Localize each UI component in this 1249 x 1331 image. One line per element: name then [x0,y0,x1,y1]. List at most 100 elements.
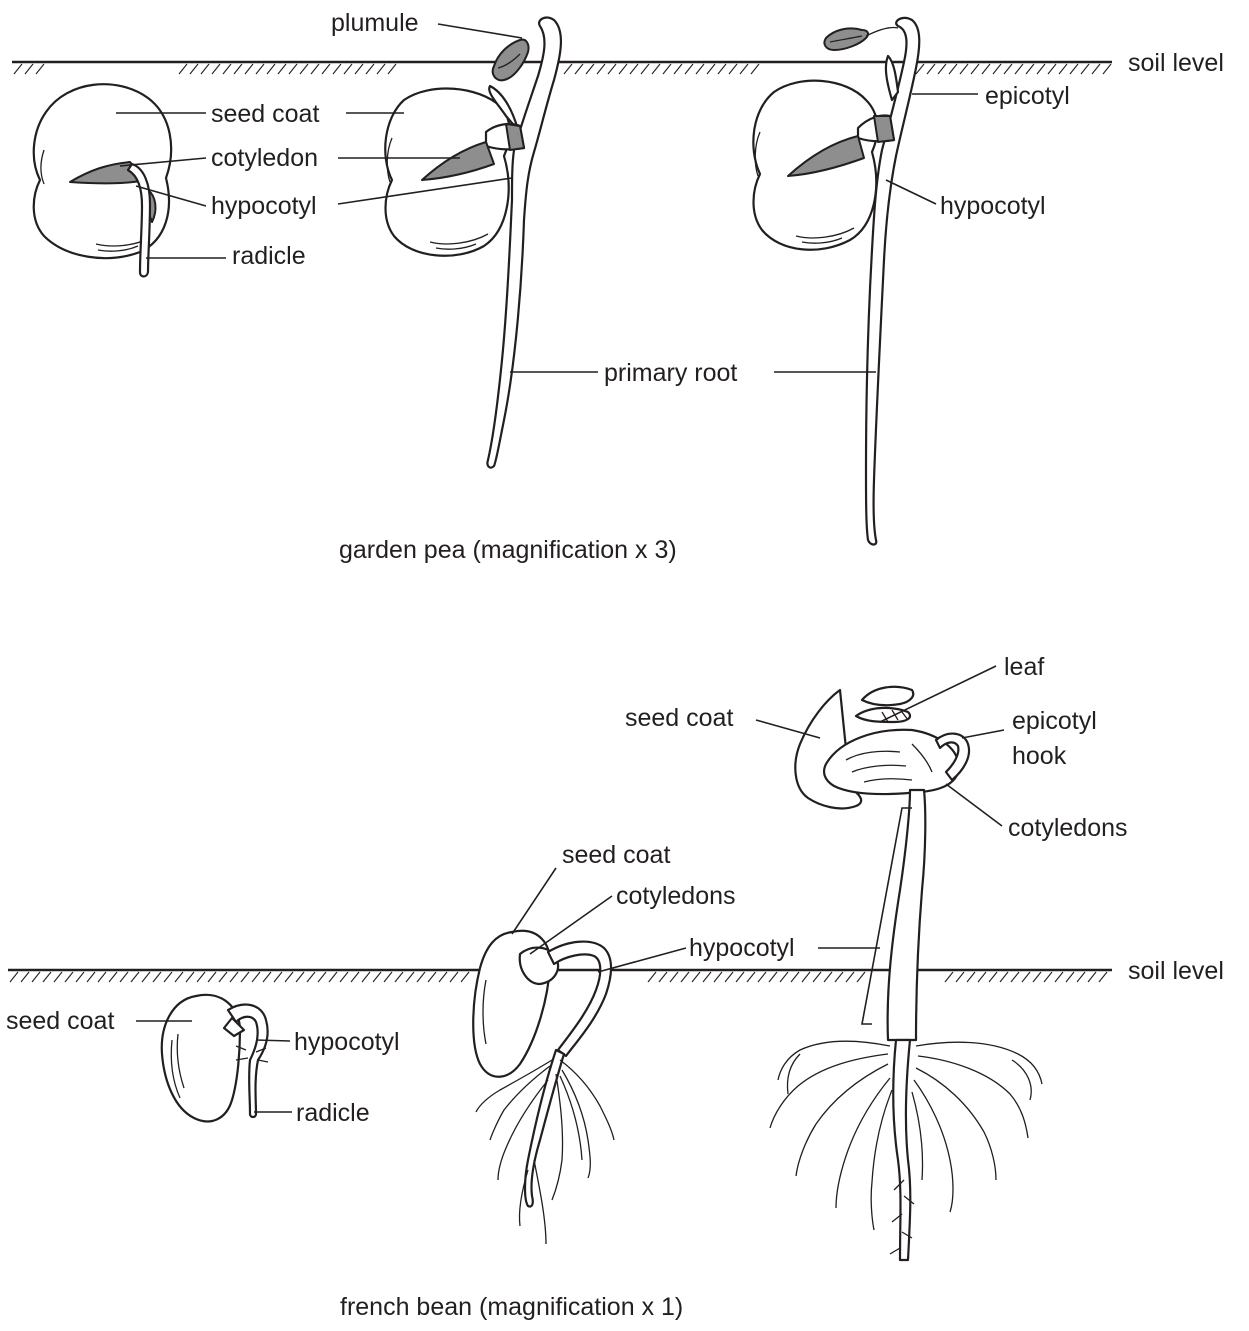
pea-soil-surface [12,62,1112,74]
caption-garden-pea: garden pea (magnification x 3) [339,536,677,564]
soil-hatch-mark [333,64,341,74]
soil-hatch-mark [245,64,253,74]
soil-hatch-mark [54,972,62,982]
soil-hatch-mark [791,972,799,982]
pea-panel: plumule soil level seed coat epicotyl co… [12,9,1224,564]
label-radicle-bean: radicle [296,1099,370,1127]
soil-hatch-mark [120,972,128,982]
soil-hatch-mark [417,972,425,982]
soil-hatch-mark [461,972,469,982]
soil-hatch-mark [212,64,220,74]
soil-hatch-mark [285,972,293,982]
soil-hatch-mark [289,64,297,74]
soil-hatch-mark [740,64,748,74]
soil-hatch-mark [575,64,583,74]
soil-hatch-mark [641,64,649,74]
soil-hatch-mark [967,972,975,982]
soil-hatch-mark [1099,972,1107,982]
label-epicotyl-pea: epicotyl [985,82,1070,110]
soil-hatch-mark [670,972,678,982]
label-cotyledons-bean-mid: cotyledons [616,882,736,910]
label-hypocotyl-pea-right: hypocotyl [940,192,1046,220]
label-seed-coat-pea: seed coat [211,100,319,128]
soil-hatch-mark [230,972,238,982]
soil-hatch-mark [956,972,964,982]
soil-hatch-mark [142,972,150,982]
soil-hatch-mark [982,64,990,74]
soil-hatch-mark [938,64,946,74]
soil-hatch-mark [747,972,755,982]
soil-hatch-mark [98,972,106,982]
soil-hatch-mark [949,64,957,74]
soil-hatch-mark [758,972,766,982]
soil-hatch-mark [153,972,161,982]
bean-seed-stage-1 [162,995,268,1122]
soil-hatch-mark [993,64,1001,74]
soil-hatch-mark [1103,64,1111,74]
soil-hatch-mark [296,972,304,982]
soil-hatch-mark [318,972,326,982]
soil-hatch-mark [164,972,172,982]
soil-hatch-mark [597,64,605,74]
label-hypocotyl-bean-left: hypocotyl [294,1028,400,1056]
bean-soil-hatching [10,972,1107,982]
soil-hatch-mark [43,972,51,982]
soil-hatch-mark [197,972,205,982]
soil-hatch-mark [1092,64,1100,74]
soil-hatch-mark [388,64,396,74]
soil-hatch-mark [681,972,689,982]
soil-hatch-mark [366,64,374,74]
soil-hatch-mark [36,64,44,74]
soil-hatch-mark [674,64,682,74]
label-soil-level-bottom: soil level [1128,957,1224,985]
soil-hatch-mark [1088,972,1096,982]
soil-hatch-mark [802,972,810,982]
soil-hatch-mark [780,972,788,982]
bean-roots-3 [770,1040,1042,1260]
soil-hatch-mark [223,64,231,74]
soil-hatch-mark [1066,972,1074,982]
soil-hatch-mark [32,972,40,982]
soil-hatch-mark [186,972,194,982]
soil-hatch-mark [824,972,832,982]
soil-hatch-mark [307,972,315,982]
soil-hatch-mark [978,972,986,982]
soil-hatch-mark [652,64,660,74]
soil-hatch-mark [835,972,843,982]
soil-hatch-mark [1055,972,1063,982]
bean-panel: leaf seed coat epicotyl hook cotyledons … [6,653,1224,1321]
soil-hatch-mark [428,972,436,982]
soil-hatch-mark [1077,972,1085,982]
soil-hatch-mark [846,972,854,982]
soil-hatch-mark [329,972,337,982]
soil-hatch-mark [351,972,359,982]
caption-french-bean: french bean (magnification x 1) [340,1293,683,1321]
soil-hatch-mark [703,972,711,982]
soil-hatch-mark [1048,64,1056,74]
bean-seed-coat-1 [162,995,240,1122]
soil-hatch-mark [21,972,29,982]
soil-hatch-mark [1070,64,1078,74]
soil-hatch-mark [76,972,84,982]
soil-hatch-mark [1044,972,1052,982]
soil-hatch-mark [1000,972,1008,982]
label-cotyledon-pea: cotyledon [211,144,318,172]
label-hypocotyl-pea: hypocotyl [211,192,317,220]
soil-hatch-mark [14,64,22,74]
soil-hatch-mark [729,64,737,74]
label-plumule: plumule [331,9,419,37]
soil-hatch-mark [1059,64,1067,74]
soil-hatch-mark [692,972,700,982]
pea-soil-hatching [14,64,1111,74]
soil-hatch-mark [362,972,370,982]
soil-hatch-mark [707,64,715,74]
soil-hatch-mark [714,972,722,982]
soil-hatch-mark [300,64,308,74]
label-primary-root: primary root [604,359,737,387]
label-epicotyl-hook-line1: epicotyl [1012,707,1097,735]
soil-hatch-mark [131,972,139,982]
soil-hatch-mark [813,972,821,982]
soil-hatch-mark [971,64,979,74]
soil-hatch-mark [1026,64,1034,74]
